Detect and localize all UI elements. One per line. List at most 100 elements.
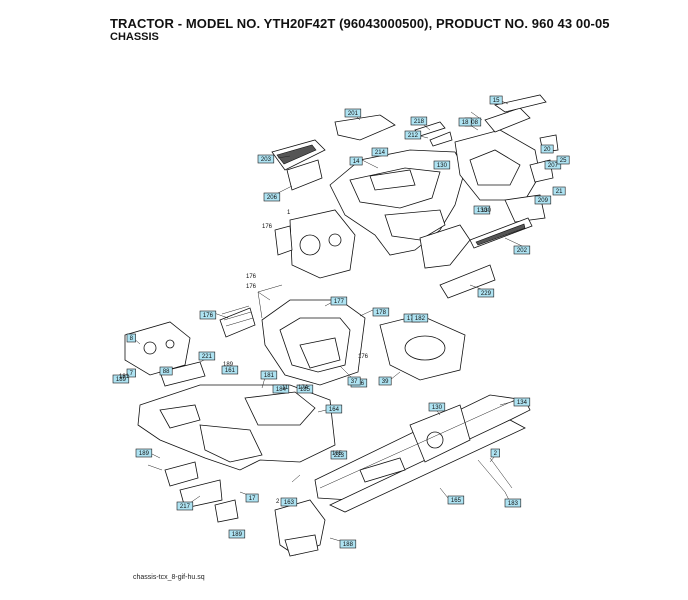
callout-box	[513, 245, 531, 255]
callout-2: 2	[490, 448, 500, 458]
callout-text: 188	[343, 542, 354, 548]
callout-text: 206	[267, 195, 278, 201]
callout-text: 176	[203, 313, 214, 319]
callout-206: 206	[263, 192, 281, 202]
callout-189: 189	[228, 529, 246, 539]
callout-text: 177	[334, 299, 345, 305]
hood-assembly	[271, 94, 559, 299]
callout-box	[257, 154, 275, 164]
callout-box	[245, 493, 259, 503]
callout-box	[176, 501, 194, 511]
callout-text: 130	[437, 163, 448, 169]
callout-text: 165	[451, 498, 462, 504]
callout-box	[489, 95, 503, 105]
callout-text: 21	[556, 189, 563, 195]
callout-text: 208	[468, 120, 479, 126]
callout-box	[347, 376, 361, 386]
page-title: TRACTOR - MODEL NO. YTH20F42T (960430005…	[110, 16, 610, 31]
callout-text: 37	[351, 379, 358, 385]
callout-box	[330, 296, 348, 306]
callout-223: 223	[330, 450, 348, 460]
callout-text: 181	[264, 373, 275, 379]
callout-box	[447, 495, 465, 505]
callout-text: 189	[116, 377, 127, 383]
callout-box	[199, 310, 217, 320]
callout-text: 39	[382, 379, 389, 385]
callout-25: 25	[556, 155, 570, 165]
plain-label-11: 11	[282, 385, 289, 391]
plain-label-1: 1	[287, 210, 291, 216]
callout-box	[490, 448, 500, 458]
callout-202: 202	[513, 245, 531, 255]
callout-text: 189	[232, 532, 243, 538]
callout-text: 88	[163, 369, 170, 375]
callout-134: 134	[513, 397, 531, 407]
callout-box	[458, 117, 472, 127]
callout-box	[296, 384, 314, 394]
callout-box	[135, 448, 153, 458]
callout-text: 178	[376, 310, 387, 316]
callout-box	[126, 333, 136, 343]
callout-text: 25	[560, 158, 567, 164]
plain-label-174: 174	[298, 385, 309, 391]
callout-box	[556, 155, 570, 165]
callout-box	[228, 529, 246, 539]
callout-text: 223	[334, 453, 345, 459]
callout-text: 229	[481, 291, 492, 297]
callout-201: 201	[344, 108, 362, 118]
hardware-parts	[164, 457, 513, 523]
callout-box	[372, 307, 390, 317]
callout-text: 221	[202, 354, 213, 360]
callout-box	[126, 368, 136, 378]
callout-212: 212	[404, 130, 422, 140]
callout-text: 7	[130, 371, 134, 377]
page-subtitle: CHASSIS	[110, 31, 159, 43]
callout-176: 176	[199, 310, 217, 320]
callout-text: 185	[300, 387, 311, 393]
callout-text: 14	[353, 159, 360, 165]
callout-217: 217	[176, 501, 194, 511]
callout-214: 214	[371, 147, 389, 157]
callout-161: 161	[221, 365, 239, 375]
plain-label-130: 130	[481, 208, 492, 214]
callout-box	[378, 376, 392, 386]
callout-185: 185	[296, 384, 314, 394]
seat-bracket	[379, 314, 466, 381]
callout-88: 88	[159, 366, 173, 376]
callout-178: 178	[372, 307, 390, 317]
callout-text: 17	[249, 496, 256, 502]
callout-text: 20	[544, 147, 551, 153]
callout-18: 18	[458, 117, 472, 127]
callout-text: 207	[548, 163, 559, 169]
plain-label-176: 176	[262, 224, 273, 230]
callout-box	[477, 288, 495, 298]
fender-body	[137, 384, 336, 471]
callout-box	[198, 351, 216, 361]
callout-box	[433, 160, 451, 170]
callout-7: 7	[126, 368, 136, 378]
callout-189: 189	[135, 448, 153, 458]
callout-130: 130	[428, 402, 446, 412]
callout-20: 20	[540, 144, 554, 154]
plain-label-176: 176	[246, 274, 257, 280]
seat-support	[219, 299, 366, 386]
callout-box	[404, 130, 422, 140]
callout-box	[534, 195, 552, 205]
callout-text: 15	[493, 98, 500, 104]
callout-box	[428, 402, 446, 412]
front-bracket	[274, 499, 326, 557]
callout-15: 15	[489, 95, 503, 105]
callout-box	[280, 497, 298, 507]
callout-box	[159, 366, 173, 376]
footer-filename: chassis-tcx_8-gif-hu.sq	[133, 574, 205, 581]
callout-130: 130	[473, 205, 491, 215]
plain-label-165: 165	[332, 451, 343, 457]
callout-207: 207	[544, 160, 562, 170]
callout-text: 183	[508, 501, 519, 507]
dash-panel	[274, 209, 356, 279]
callout-184: 184	[272, 384, 290, 394]
callout-8: 8	[126, 333, 136, 343]
callout-229: 229	[477, 288, 495, 298]
